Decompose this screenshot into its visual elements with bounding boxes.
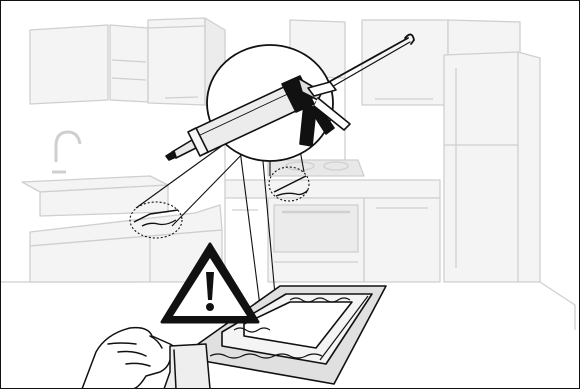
hand-shape bbox=[82, 328, 176, 389]
nozzle-tip bbox=[166, 151, 176, 160]
tap bbox=[56, 132, 80, 162]
held-strip bbox=[164, 344, 210, 389]
floor-edge bbox=[540, 282, 575, 330]
fridge-column bbox=[444, 52, 540, 282]
callout-line bbox=[240, 150, 260, 306]
upper-cabinet-left bbox=[30, 25, 108, 104]
upper-cabinet-door bbox=[110, 25, 148, 102]
right-base-cabinet bbox=[364, 198, 440, 282]
exclamation-dot bbox=[206, 303, 214, 311]
upper-cabinet-center bbox=[148, 18, 205, 105]
back-worktop bbox=[225, 180, 440, 198]
hand-icon bbox=[82, 328, 210, 389]
